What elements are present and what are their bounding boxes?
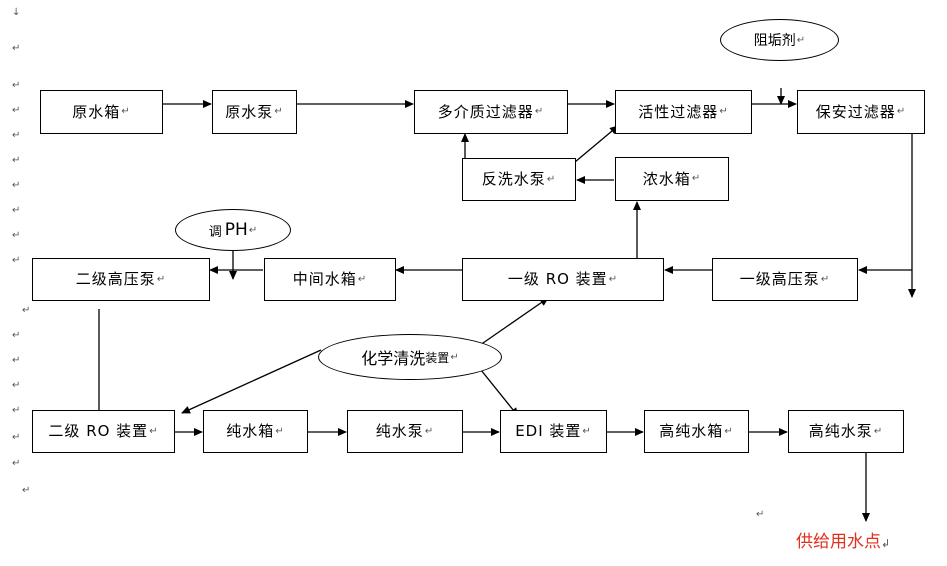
stage1-ro-label: 一级 RO 装置: [507, 270, 608, 288]
paragraph-mark: ↵: [756, 509, 765, 520]
stage2-hp-pump-box: 二级高压泵↵: [32, 258, 210, 301]
chemical-cleaning-label: 化学清洗: [361, 349, 426, 368]
security-filter-label: 保安过滤器: [815, 102, 896, 121]
paragraph-mark: ↵: [275, 425, 285, 437]
security-filter-box: 保安过滤器↵: [797, 90, 925, 134]
paragraph-mark: ↵: [796, 34, 806, 46]
activated-carbon-filter-label: 活性过滤器: [638, 102, 719, 121]
antiscalant-ellipse: 阻垢剂↵: [720, 19, 839, 61]
raw-water-pump-label: 原水泵: [225, 102, 274, 121]
paragraph-mark: ↵: [724, 425, 734, 437]
activated-carbon-filter-box: 活性过滤器↵: [615, 90, 752, 134]
paragraph-mark: ↵: [896, 106, 907, 117]
paragraph-mark: ↵: [424, 425, 435, 437]
arrow-backwash-to-carbon: [574, 125, 619, 163]
paragraph-mark: ↵: [12, 43, 21, 54]
supply-point-label: 供给用水点↲: [796, 527, 890, 552]
supply-point-text: 供给用水点: [796, 532, 881, 552]
chemical-cleaning-label-small: 装置: [425, 350, 450, 365]
paragraph-mark: ↵: [149, 425, 159, 437]
paragraph-mark: ↵: [12, 80, 21, 91]
pure-water-pump-label: 纯水泵: [375, 422, 424, 440]
raw-water-pump-box: 原水泵↵: [212, 90, 297, 134]
paragraph-mark: ↵: [12, 230, 21, 241]
paragraph-mark: ↵: [12, 432, 21, 443]
paragraph-mark: ↓: [12, 7, 21, 18]
multimedia-filter-box: 多介质过滤器↵: [414, 90, 568, 134]
backwash-pump-label: 反洗水泵: [481, 170, 546, 188]
edi-unit-label: EDI 装置: [515, 422, 582, 440]
paragraph-mark: ↵: [156, 273, 167, 285]
ultrapure-pump-box: 高纯水泵↵: [788, 410, 904, 453]
intermediate-tank-box: 中间水箱↵: [264, 258, 396, 301]
paragraph-mark: ↵: [820, 273, 831, 285]
paragraph-mark: ↵: [608, 273, 619, 285]
paragraph-mark: ↵: [12, 130, 21, 141]
edi-unit-box: EDI 装置↵: [500, 410, 607, 453]
pure-water-pump-box: 纯水泵↵: [347, 410, 463, 453]
ultrapure-pump-label: 高纯水泵: [808, 422, 873, 440]
raw-water-tank-box: 原水箱↵: [40, 90, 163, 134]
stage1-hp-pump-label: 一级高压泵: [739, 270, 820, 288]
paragraph-mark: ↵: [546, 173, 557, 185]
paragraph-mark: ↵: [12, 105, 21, 116]
pure-water-tank-box: 纯水箱↵: [203, 410, 308, 453]
pure-water-tank-label: 纯水箱: [226, 422, 275, 440]
stage1-hp-pump-box: 一级高压泵↵: [712, 258, 858, 301]
antiscalant-label: 阻垢剂: [753, 33, 796, 49]
paragraph-mark: ↵: [22, 305, 31, 316]
stage2-ro-box: 二级 RO 装置↵: [32, 410, 175, 453]
raw-water-tank-label: 原水箱: [72, 102, 121, 121]
paragraph-mark: ↵: [22, 485, 31, 496]
arrow-cleaning-to-edi: [480, 369, 519, 417]
paragraph-mark: ↵: [12, 205, 21, 216]
paragraph-mark: ↵: [12, 380, 21, 391]
adjust-ph-label: PH: [224, 220, 248, 240]
paragraph-mark: ↵: [12, 458, 21, 469]
paragraph-mark: ↵: [274, 106, 284, 117]
paragraph-mark: ↵: [450, 351, 459, 363]
paragraph-mark: ↵: [582, 425, 592, 437]
multimedia-filter-label: 多介质过滤器: [437, 102, 534, 121]
paragraph-mark: ↵: [12, 355, 21, 366]
intermediate-tank-label: 中间水箱: [292, 270, 357, 288]
paragraph-mark: ↵: [357, 273, 368, 285]
ultrapure-tank-label: 高纯水箱: [659, 422, 724, 440]
paragraph-mark: ↵: [12, 180, 21, 191]
stage1-ro-box: 一级 RO 装置↵: [462, 258, 664, 301]
concentrate-tank-label: 浓水箱: [642, 169, 691, 188]
paragraph-mark: ↵: [12, 330, 21, 341]
concentrate-tank-box: 浓水箱↵: [615, 157, 729, 201]
paragraph-mark: ↵: [12, 155, 21, 166]
backwash-pump-box: 反洗水泵↵: [462, 158, 576, 201]
arrow-cleaning-to-ro2: [181, 349, 322, 414]
return-mark: ↲: [881, 537, 891, 550]
paragraph-mark: ↵: [534, 106, 545, 117]
paragraph-mark: ↵: [248, 224, 258, 236]
paragraph-mark: ↵: [121, 106, 131, 117]
stage2-hp-pump-label: 二级高压泵: [75, 270, 156, 288]
paragraph-mark: ↵: [873, 425, 884, 437]
paragraph-mark: ↵: [691, 173, 702, 184]
paragraph-mark: ↵: [12, 255, 21, 266]
adjust-ph-ellipse: 调 PH↵: [175, 209, 291, 251]
chemical-cleaning-ellipse: 化学清洗装置↵: [318, 334, 502, 380]
paragraph-mark: ↵: [719, 106, 729, 117]
adjust-ph-prefix: 调: [208, 224, 222, 240]
paragraph-mark: ↵: [12, 405, 21, 416]
stage2-ro-label: 二级 RO 装置: [48, 422, 149, 440]
ultrapure-tank-box: 高纯水箱↵: [644, 410, 749, 453]
